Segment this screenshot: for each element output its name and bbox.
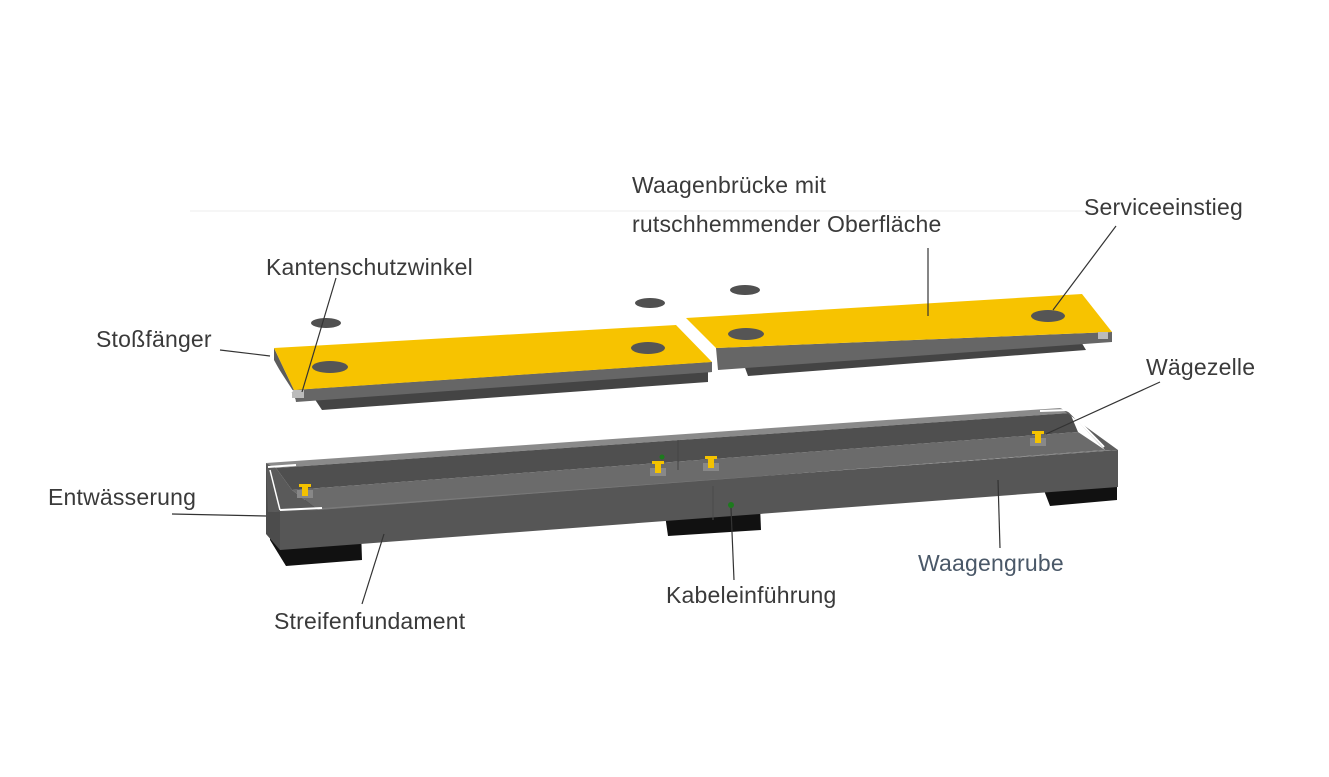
deck-left-top <box>274 325 712 390</box>
deck-right-service-hole-2 <box>1031 310 1065 322</box>
pit-inner-back-wall <box>276 413 1078 490</box>
deck-right-gap-bumper <box>682 318 716 354</box>
leader-bumper <box>219 349 271 357</box>
label-service-entry: Serviceeinstieg <box>1084 194 1243 220</box>
pit <box>266 408 1118 566</box>
label-load-cell: Wägezelle <box>1146 354 1256 380</box>
pit-inner-right-wall <box>1060 408 1118 450</box>
cable-entry-dot-1 <box>728 502 734 508</box>
service-cover-1 <box>311 318 341 328</box>
deck-left-front <box>294 362 712 402</box>
pit-floor <box>292 432 1105 510</box>
label-pit: Waagengrube <box>918 550 1064 576</box>
deck-left-corner-angle <box>292 390 304 398</box>
pit-front-rim <box>268 450 1118 512</box>
leader-foundation <box>361 533 385 605</box>
deck-left-service-hole-1 <box>312 361 348 373</box>
label-strip-foundation: Streifenfundament <box>274 608 466 634</box>
leader-load-cell <box>1045 381 1161 435</box>
label-bumper: Stoßfänger <box>96 326 212 352</box>
label-bridge-line2: rutschhemmender Oberfläche <box>632 211 942 237</box>
pit-inner-front-edge <box>266 463 318 512</box>
edge-angle-left <box>267 464 297 468</box>
edge-angle-left-front <box>279 507 323 511</box>
leader-drainage <box>171 513 267 517</box>
load-cell-2 <box>650 461 666 476</box>
bridge-deck-left <box>268 325 712 410</box>
cable-entry-dot-2 <box>659 454 665 460</box>
edge-angle-left-side <box>269 469 281 511</box>
label-drainage: Entwässerung <box>48 484 197 510</box>
deck-left-bumper <box>268 357 294 393</box>
load-cell-3 <box>703 456 719 471</box>
leader-cable <box>730 507 735 581</box>
bridge-deck-right <box>682 294 1112 376</box>
load-cell-4 <box>1030 431 1046 446</box>
leader-pit <box>997 479 1001 549</box>
label-cable-entry: Kabeleinführung <box>666 582 837 608</box>
service-cover-3 <box>730 285 760 295</box>
service-cover-2 <box>635 298 665 308</box>
deck-left-underside <box>312 372 708 410</box>
pit-front-wall <box>268 450 1118 550</box>
edge-angle-right <box>1039 408 1105 448</box>
deck-right-service-hole-1 <box>728 328 764 340</box>
pit-back-rim <box>266 408 1070 468</box>
deck-right-front <box>716 332 1112 370</box>
leader-edge-angle <box>301 277 337 393</box>
load-cell-1 <box>297 484 313 498</box>
deck-right-top <box>686 294 1112 348</box>
label-bridge-line1: Waagenbrücke mit <box>632 172 827 198</box>
label-edge-protection-angle: Kantenschutzwinkel <box>266 254 473 280</box>
deck-left-service-hole-2 <box>631 342 665 354</box>
leader-service <box>1052 225 1117 311</box>
deck-right-corner-angle <box>1098 332 1108 339</box>
leader-lines <box>171 225 1161 605</box>
